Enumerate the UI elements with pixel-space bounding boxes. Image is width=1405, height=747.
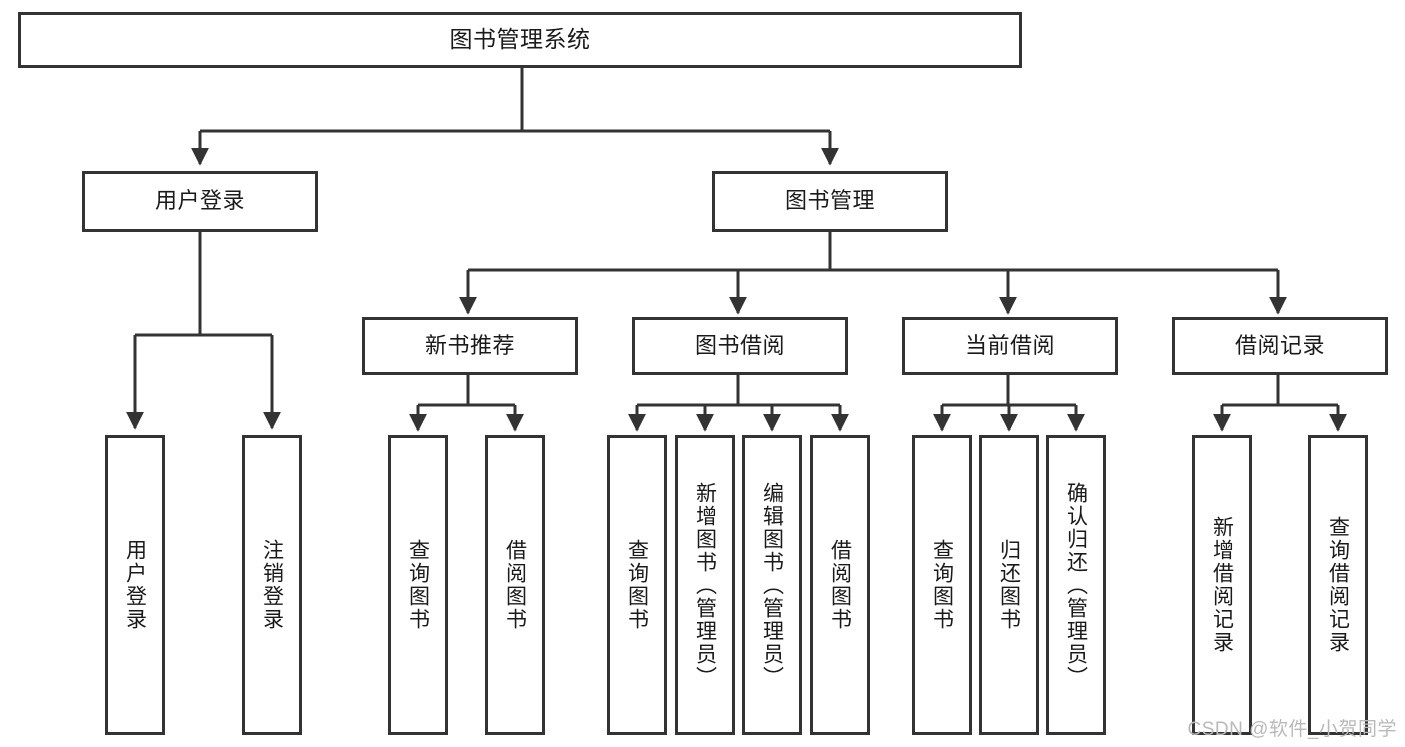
node-leaf-add-borrow-record[interactable]: 新增借阅记录 <box>1192 435 1252 735</box>
node-label: 借阅图书 <box>828 539 852 631</box>
node-leaf-confirm-return-admin[interactable]: 确认归还（管理员） <box>1046 435 1106 735</box>
node-label: 借阅图书 <box>503 539 527 631</box>
node-label: 新书推荐 <box>424 332 515 358</box>
node-label: 图书借阅 <box>694 332 785 358</box>
node-label: 查询图书 <box>625 539 649 631</box>
node-book-borrow[interactable]: 图书借阅 <box>632 317 848 375</box>
node-label: 编辑图书（管理员） <box>760 481 784 689</box>
node-leaf-query-borrow-record[interactable]: 查询借阅记录 <box>1308 435 1368 735</box>
node-label: 用户登录 <box>123 539 147 631</box>
node-label: 当前借阅 <box>964 332 1055 358</box>
node-new-book-recommend[interactable]: 新书推荐 <box>362 317 578 375</box>
node-leaf-edit-book-admin[interactable]: 编辑图书（管理员） <box>742 435 802 735</box>
node-label: 查询图书 <box>406 539 430 631</box>
node-label: 查询借阅记录 <box>1326 516 1350 654</box>
node-leaf-new-book-query[interactable]: 查询图书 <box>388 435 448 735</box>
node-label: 新增图书（管理员） <box>693 481 717 689</box>
node-label: 新增借阅记录 <box>1210 516 1234 654</box>
node-leaf-logout[interactable]: 注销登录 <box>242 435 302 735</box>
node-label: 图书管理系统 <box>449 26 591 53</box>
node-label: 图书管理 <box>784 188 875 214</box>
node-leaf-borrow-query-book[interactable]: 查询图书 <box>607 435 667 735</box>
node-label: 注销登录 <box>260 539 284 631</box>
node-leaf-add-book-admin[interactable]: 新增图书（管理员） <box>675 435 735 735</box>
node-leaf-borrow-book[interactable]: 借阅图书 <box>810 435 870 735</box>
node-label: 查询图书 <box>930 539 954 631</box>
node-leaf-user-login[interactable]: 用户登录 <box>105 435 165 735</box>
node-root-book-management-system[interactable]: 图书管理系统 <box>18 12 1022 68</box>
node-leaf-current-query-book[interactable]: 查询图书 <box>912 435 972 735</box>
node-label: 归还图书 <box>997 539 1021 631</box>
node-book-management[interactable]: 图书管理 <box>712 171 948 232</box>
node-leaf-return-book[interactable]: 归还图书 <box>979 435 1039 735</box>
node-label: 确认归还（管理员） <box>1064 481 1088 689</box>
node-leaf-new-book-borrow[interactable]: 借阅图书 <box>485 435 545 735</box>
node-user-login[interactable]: 用户登录 <box>82 171 318 232</box>
node-label: 借阅记录 <box>1234 332 1325 358</box>
node-label: 用户登录 <box>154 188 245 214</box>
node-current-borrow[interactable]: 当前借阅 <box>902 317 1118 375</box>
node-borrow-record[interactable]: 借阅记录 <box>1172 317 1388 375</box>
